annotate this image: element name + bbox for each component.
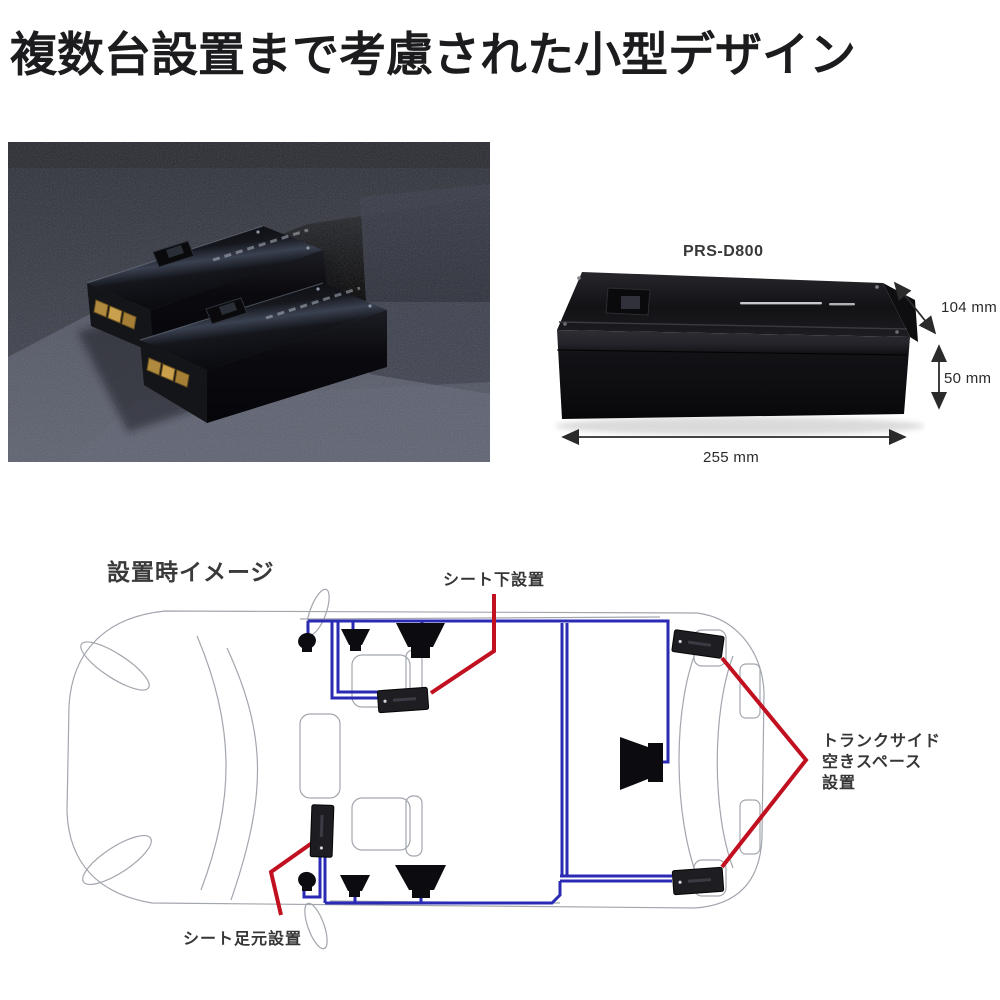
headlight-right [82, 835, 152, 885]
callout-trunk-side [720, 656, 809, 869]
speaker-large-bottom-icon [395, 865, 446, 890]
dimension-arrows-art [561, 281, 948, 446]
center-console [299, 713, 341, 799]
amp-logo-text [740, 302, 822, 305]
label-trunk-side-line3: 設置 [822, 775, 857, 792]
label-trunk-side-line1: トランクサイド [822, 733, 942, 750]
tweeter-bottom-icon [298, 871, 316, 889]
mirror-bottom [304, 902, 328, 950]
trunk-panel-top [739, 663, 761, 719]
speaker-small-top-base [350, 645, 361, 651]
amp-terminal-cover-inner [621, 296, 640, 309]
car-outline [66, 588, 765, 950]
windshield-line [226, 647, 259, 901]
door-line-top [299, 616, 661, 620]
amp-trunk-top [671, 629, 725, 659]
speaker-large-bottom-base [412, 890, 430, 898]
car-body [66, 610, 765, 909]
amp-under-seat [376, 686, 430, 714]
diagram-title: 設置時イメージ [107, 559, 275, 585]
speaker-small-bottom-icon [340, 875, 370, 891]
speaker-large-top-icon [396, 623, 445, 647]
speaker-large-top-base [411, 647, 430, 658]
label-seat-foot: シート足元設置 [183, 931, 303, 948]
amp-body [556, 272, 918, 419]
product-amp-image [545, 258, 925, 443]
amp-seat-foot [309, 804, 335, 858]
subwoofer-body [648, 743, 663, 782]
trunk-photo [8, 142, 490, 462]
seatback-front-bottom [405, 795, 423, 857]
headlight-left [80, 641, 150, 691]
trunk-photo-art [8, 142, 490, 462]
photo-amp-front [139, 282, 387, 423]
label-trunk-side: トランクサイド 空きスペース 設置 [822, 731, 941, 794]
depth-arrow [893, 281, 937, 335]
dimension-arrows [540, 240, 1000, 472]
hood-line [196, 635, 227, 891]
callout-lines [268, 594, 809, 916]
rear-bench-outer [678, 641, 701, 885]
car-diagram-art [66, 588, 809, 950]
wire-front-amp-2 [336, 622, 379, 694]
wire-top-run [308, 619, 670, 764]
subwoofer-cone-icon [620, 737, 648, 790]
label-seat-under: シート下設置 [443, 572, 546, 589]
dimension-width-label: 255 mm [703, 449, 759, 466]
trunk-panel-bottom [739, 799, 761, 855]
speakers [298, 623, 663, 898]
wire-bottom-amp-1 [302, 856, 322, 899]
dimension-height-label: 50 mm [944, 370, 992, 387]
speaker-small-top-icon [341, 629, 370, 645]
diagram-amps [309, 629, 725, 896]
callout-seat-under [429, 594, 496, 695]
product-amp-art [555, 272, 925, 435]
screw [577, 276, 581, 280]
tweeter-top-base [302, 647, 312, 652]
photo-amp-front-terminals [146, 357, 190, 388]
rear-bench-inner [716, 655, 734, 869]
screw [875, 285, 879, 289]
car-diagram [0, 540, 1000, 1000]
photo-amp-rear-terminals [93, 299, 137, 330]
dimension-depth-label: 104 mm [941, 299, 997, 316]
amp-logo-text-2 [829, 303, 855, 306]
callout-seat-foot [268, 841, 314, 916]
tweeter-bottom-base [302, 886, 312, 891]
product-model-label: PRS-D800 [683, 243, 764, 260]
label-trunk-side-line2: 空きスペース [822, 754, 923, 771]
seat-front-bottom [351, 797, 411, 851]
speaker-small-bottom-base [349, 891, 360, 897]
amp-trunk-bottom [671, 866, 725, 896]
speaker-wires [302, 619, 672, 905]
wire-front-long-run [325, 881, 562, 905]
screw [563, 322, 567, 326]
tweeter-top-icon [298, 632, 316, 650]
headline: 複数台設置まで考慮された小型デザイン [10, 30, 856, 82]
wire-front-amp-1 [330, 622, 379, 700]
